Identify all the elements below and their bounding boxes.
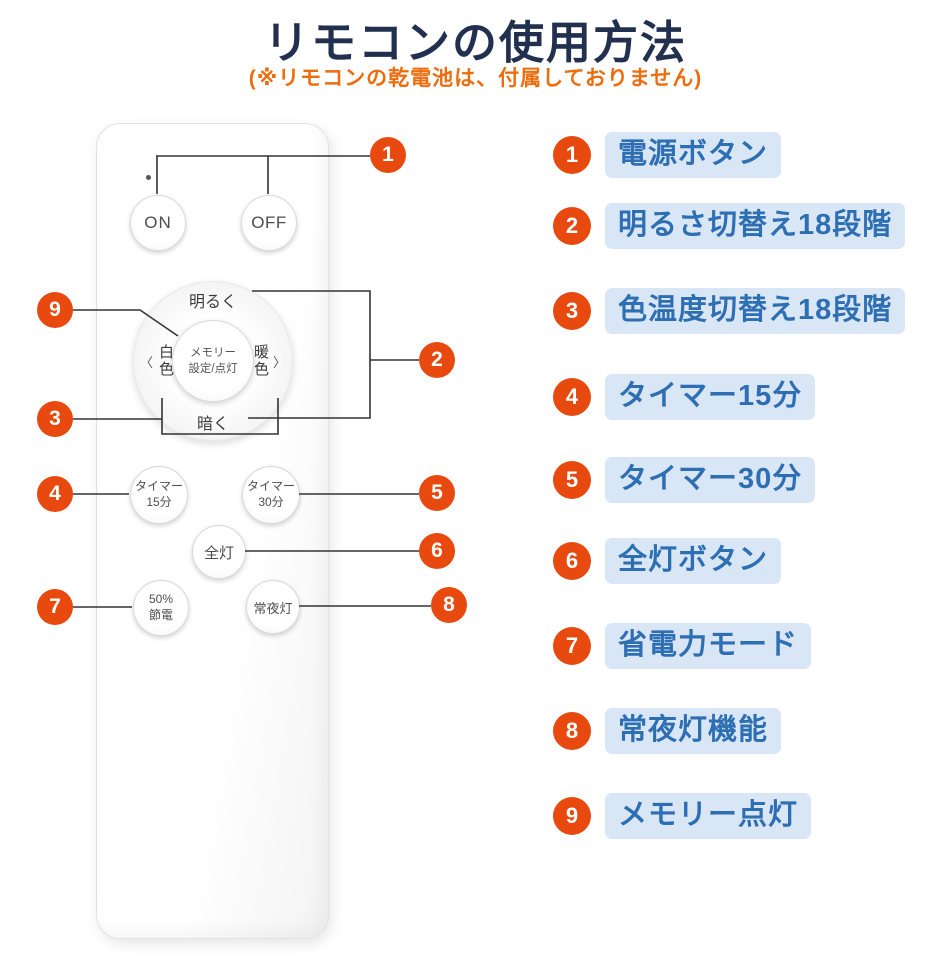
legend-number-badge: 2 [553,207,591,245]
legend-number-badge: 8 [553,712,591,750]
remote-body: ON OFF 明るく 暗く 〈 白色 暖色 〉 メモリー 設定/点灯 タイマー … [96,123,329,939]
legend-item-3: 3 色温度切替え18段階 [553,288,906,334]
brightness-color-dial: 明るく 暗く 〈 白色 暖色 〉 メモリー 設定/点灯 [133,281,293,441]
off-button: OFF [241,195,297,251]
page-subtitle: (※リモコンの乾電池は、付属しておりません) [248,67,703,90]
memory-button-line1: メモリー [190,346,236,359]
legend-number-badge: 7 [553,627,591,665]
legend-item-6: 6 全灯ボタン [553,538,782,584]
on-button: ON [130,195,186,251]
callout-2: 2 [419,342,455,378]
dial-label-white: 〈 白色 [140,344,176,378]
power-save-line1: 50% [148,592,174,607]
timer-15-line1: タイマー [134,479,183,494]
callout-5: 5 [419,475,455,511]
memory-button: メモリー 設定/点灯 [172,320,254,402]
legend-item-9: 9 メモリー点灯 [553,793,812,839]
legend-label: メモリー点灯 [605,793,812,839]
all-light-button: 全灯 [192,525,246,579]
callout-8: 8 [431,587,467,623]
power-save-line2: 節電 [148,608,173,622]
callout-7: 7 [37,589,73,625]
timer-30-line2: 30分 [258,495,284,509]
legend-label: 常夜灯機能 [605,708,782,754]
chevron-right-icon: 〉 [272,354,286,370]
timer-30-line1: タイマー [246,479,295,494]
legend-item-8: 8 常夜灯機能 [553,708,782,754]
legend-item-1: 1 電源ボタン [553,132,782,178]
legend-label: 省電力モード [605,623,812,669]
callout-4: 4 [37,476,73,512]
page-title: リモコンの使用方法 [263,17,687,68]
legend-label: 全灯ボタン [605,538,782,584]
timer-30-button: タイマー 30分 [242,466,300,524]
legend-number-badge: 9 [553,797,591,835]
legend-number-badge: 5 [553,461,591,499]
callout-1: 1 [370,137,406,173]
legend-number-badge: 6 [553,542,591,580]
dial-label-brighter: 明るく [188,294,237,311]
legend-label: タイマー30分 [605,457,816,503]
legend-label: 電源ボタン [605,132,782,178]
dial-label-warm: 暖色 〉 [250,344,286,378]
legend-item-4: 4 タイマー15分 [553,374,816,420]
led-indicator [146,175,151,180]
timer-15-line2: 15分 [146,495,172,509]
dial-label-darker: 暗く [196,416,229,433]
legend-label: 色温度切替え18段階 [605,288,906,334]
memory-button-line2: 設定/点灯 [188,363,238,375]
legend-number-badge: 1 [553,136,591,174]
callout-9: 9 [37,292,73,328]
legend-number-badge: 3 [553,292,591,330]
legend-label: 明るさ切替え18段階 [605,203,906,249]
timer-15-button: タイマー 15分 [130,466,188,524]
power-save-button: 50% 節電 [133,580,189,636]
legend-label: タイマー15分 [605,374,816,420]
legend-item-5: 5 タイマー30分 [553,457,816,503]
legend-number-badge: 4 [553,378,591,416]
night-light-button: 常夜灯 [246,580,300,634]
callout-3: 3 [37,401,73,437]
callout-6: 6 [419,533,455,569]
chevron-left-icon: 〈 [140,354,154,370]
dial-white-text: 白色 [157,344,175,378]
legend-item-7: 7 省電力モード [553,623,812,669]
legend-item-2: 2 明るさ切替え18段階 [553,203,906,249]
